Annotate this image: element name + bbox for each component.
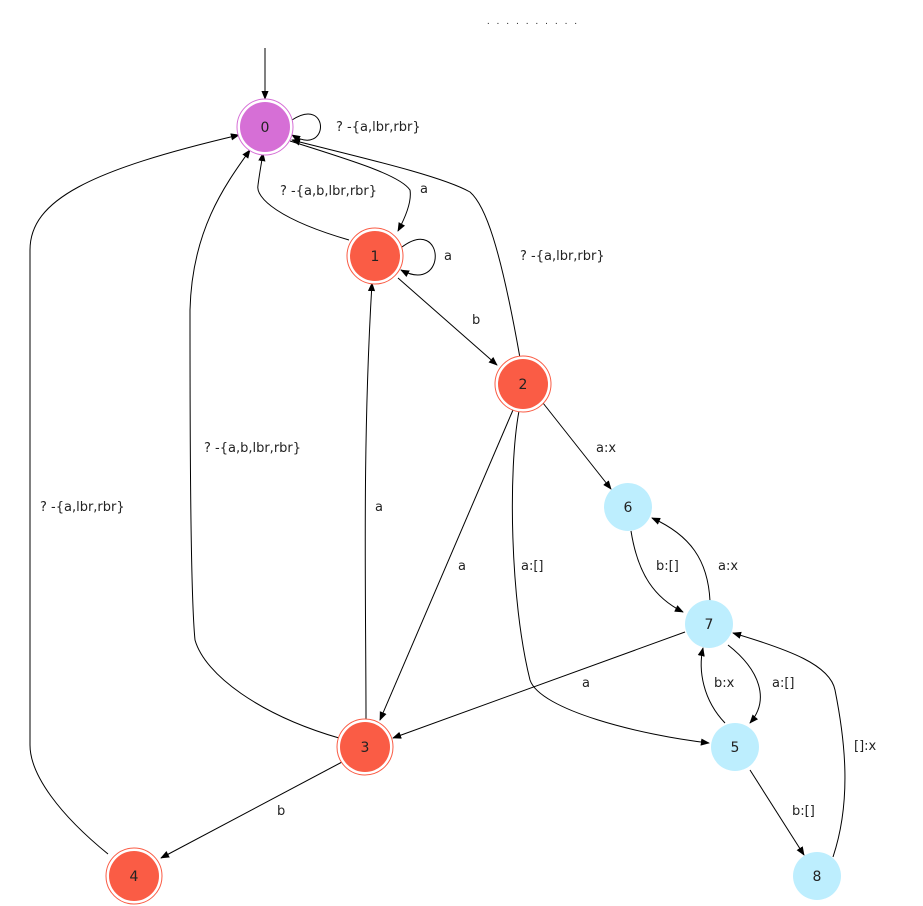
state-1[interactable]: 1 — [346, 227, 404, 285]
edge-label-2-6: a:x — [596, 441, 616, 456]
edge-5-7: b:x — [697, 647, 735, 724]
state-2[interactable]: 2 — [494, 355, 552, 413]
edge-4-0: ? -{a,lbr,rbr} — [29, 133, 240, 855]
state-label-7: 7 — [705, 617, 714, 633]
edge-0-0: ? -{a,lbr,rbr} — [291, 113, 421, 143]
state-label-1: 1 — [371, 249, 380, 265]
edge-label-2-5: a:[] — [521, 559, 544, 574]
edge-label-2-3: a — [458, 559, 466, 574]
state-label-8: 8 — [813, 869, 822, 885]
state-3[interactable]: 3 — [336, 718, 394, 776]
edge-8-7: []:x — [732, 631, 877, 858]
edge-3-0: ? -{a,b,lbr,rbr} — [189, 149, 340, 739]
edge-label-1-2: b — [472, 313, 480, 328]
edge-3-1: a — [364, 282, 383, 721]
edge-3-4: b — [160, 761, 343, 859]
edge-label-1-1: a — [444, 249, 452, 264]
edge-label-0-1: a — [420, 182, 428, 197]
edge-0-1: a — [289, 140, 428, 232]
state-label-0: 0 — [261, 120, 270, 136]
state-8[interactable]: 8 — [793, 852, 841, 900]
edge-6-7: b:[] — [630, 530, 684, 613]
edge-label-2-0: ? -{a,lbr,rbr} — [520, 249, 605, 264]
state-7[interactable]: 7 — [685, 600, 733, 648]
edge-5-8: b:[] — [749, 769, 815, 856]
edge-1-0: ? -{a,b,lbr,rbr} — [257, 152, 377, 241]
edge-7-5: a:[] — [727, 644, 795, 724]
edge-label-0-0: ? -{a,lbr,rbr} — [336, 120, 421, 135]
edge-label-7-5: a:[] — [772, 676, 795, 691]
edge-label-3-0: ? -{a,b,lbr,rbr} — [204, 441, 301, 456]
edge-label-7-6: a:x — [718, 559, 738, 574]
edge-label-3-4: b — [277, 804, 285, 819]
edge-label-8-7: []:x — [854, 739, 877, 754]
edge-1-1: a — [400, 239, 452, 277]
edge-7-6: a:x — [651, 517, 738, 602]
state-label-5: 5 — [731, 740, 740, 756]
edge-label-7-3: a — [582, 676, 590, 691]
edge-7-3: a — [392, 631, 686, 739]
state-label-6: 6 — [624, 500, 633, 516]
edge-label-5-7: b:x — [714, 676, 735, 691]
edge-label-3-1: a — [375, 500, 383, 515]
edge-1-2: b — [397, 277, 498, 366]
state-0[interactable]: 0 — [236, 98, 294, 156]
edge-2-3: a — [379, 409, 514, 721]
state-label-4: 4 — [130, 869, 139, 885]
edge-label-1-0: ? -{a,b,lbr,rbr} — [280, 184, 377, 199]
edge-2-5: a:[] — [511, 410, 710, 746]
state-4[interactable]: 4 — [105, 847, 163, 905]
state-6[interactable]: 6 — [604, 483, 652, 531]
edge-label-5-8: b:[] — [792, 804, 815, 819]
state-label-2: 2 — [519, 377, 528, 393]
edge-label-6-7: b:[] — [656, 559, 679, 574]
edge-label-4-0: ? -{a,lbr,rbr} — [40, 500, 125, 515]
state-label-3: 3 — [361, 740, 370, 756]
state-5[interactable]: 5 — [711, 723, 759, 771]
edge-2-6: a:x — [542, 402, 616, 490]
diagram-caption: . . . . . . . . . . — [487, 17, 579, 27]
edge-2-0: ? -{a,lbr,rbr} — [291, 138, 605, 359]
